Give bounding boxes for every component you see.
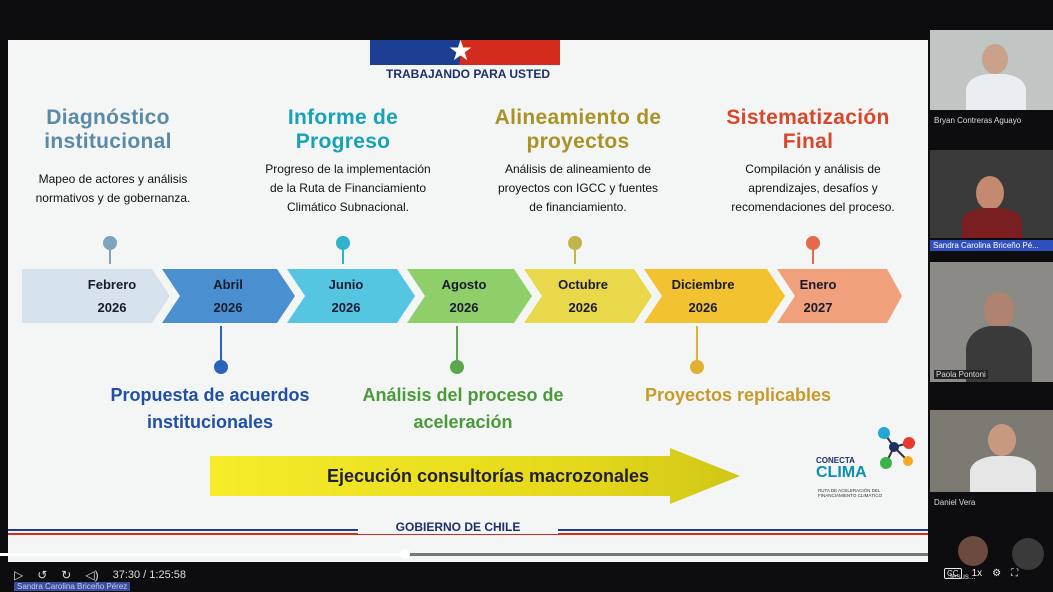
presentation-slide: ★ TRABAJANDO PARA USTED Diagnóstico inst… <box>8 40 928 562</box>
logo-line1: CONECTA <box>816 456 855 465</box>
progress-fill <box>0 553 405 556</box>
participant-video-3[interactable] <box>930 262 1053 382</box>
pin-enero <box>806 236 820 264</box>
participant-name-4: Daniel Vera <box>934 498 976 507</box>
participant-name-5: Jesus... <box>948 572 976 581</box>
presenter-name: Sandra Carolina Briceño Pérez <box>14 582 131 591</box>
video-progress-bar[interactable] <box>0 549 928 559</box>
pin-diciembre <box>690 326 704 374</box>
logo-line3: RUTA DE ACELERACIÓN DEL FINANCIAMIENTO C… <box>818 488 883 499</box>
phase-title-alineamiento: Alineamiento de proyectos <box>494 106 662 154</box>
progress-knob[interactable] <box>399 549 410 559</box>
phase-title-informe: Informe de Progreso <box>287 106 399 154</box>
participant-name-2: Sandra Carolina Briceño Pé... <box>930 240 1053 251</box>
fullscreen-icon[interactable]: ⛶ <box>1011 568 1019 579</box>
player-right-controls: CC 1x ⚙ ⛶ <box>944 568 1018 579</box>
volume-icon[interactable]: ◁) <box>85 568 99 582</box>
logo-line2: CLIMA <box>816 464 867 481</box>
player-controls: ▷ ↺ ↻ ◁) 37:30 / 1:25:58 <box>14 568 186 582</box>
pin-octubre <box>568 236 582 264</box>
participant-video-1[interactable] <box>930 30 1053 110</box>
play-icon[interactable]: ▷ <box>14 568 24 582</box>
phase-title-sistematizacion: Sistematización Final <box>726 106 890 154</box>
rewind-icon[interactable]: ↺ <box>37 568 48 582</box>
phase-title-diagnostico: Diagnóstico institucional <box>44 106 172 154</box>
participant-name-3: Paola Pontoni <box>934 370 988 379</box>
participant-name-1: Bryan Contreras Aguayo <box>934 116 1022 125</box>
pin-junio <box>336 236 350 264</box>
phase-title-proyectos: Proyectos replicables <box>644 385 832 405</box>
pin-abril <box>214 326 228 374</box>
pin-agosto <box>450 326 464 374</box>
conecta-clima-logo-icon <box>878 427 915 469</box>
chile-flag-logo: ★ <box>370 40 560 70</box>
time-display: 37:30 / 1:25:58 <box>112 569 186 581</box>
settings-icon[interactable]: ⚙ <box>992 568 1002 579</box>
participant-video-4[interactable] <box>930 410 1053 492</box>
execution-arrow <box>210 448 740 504</box>
execution-label: Ejecución consultorías macrozonales <box>326 466 650 486</box>
forward-icon[interactable]: ↻ <box>61 568 72 582</box>
slide-header: TRABAJANDO PARA USTED <box>385 67 550 81</box>
captions-button[interactable]: CC <box>944 568 962 579</box>
footer-label: GOBIERNO DE CHILE <box>358 520 558 534</box>
participant-avatar-5[interactable] <box>958 536 988 566</box>
participant-video-2[interactable] <box>930 150 1053 238</box>
pin-febrero <box>103 236 117 264</box>
timeline-chevrons <box>22 269 902 323</box>
speed-button[interactable]: 1x <box>971 568 983 579</box>
more-participants-avatar[interactable] <box>1012 538 1044 570</box>
